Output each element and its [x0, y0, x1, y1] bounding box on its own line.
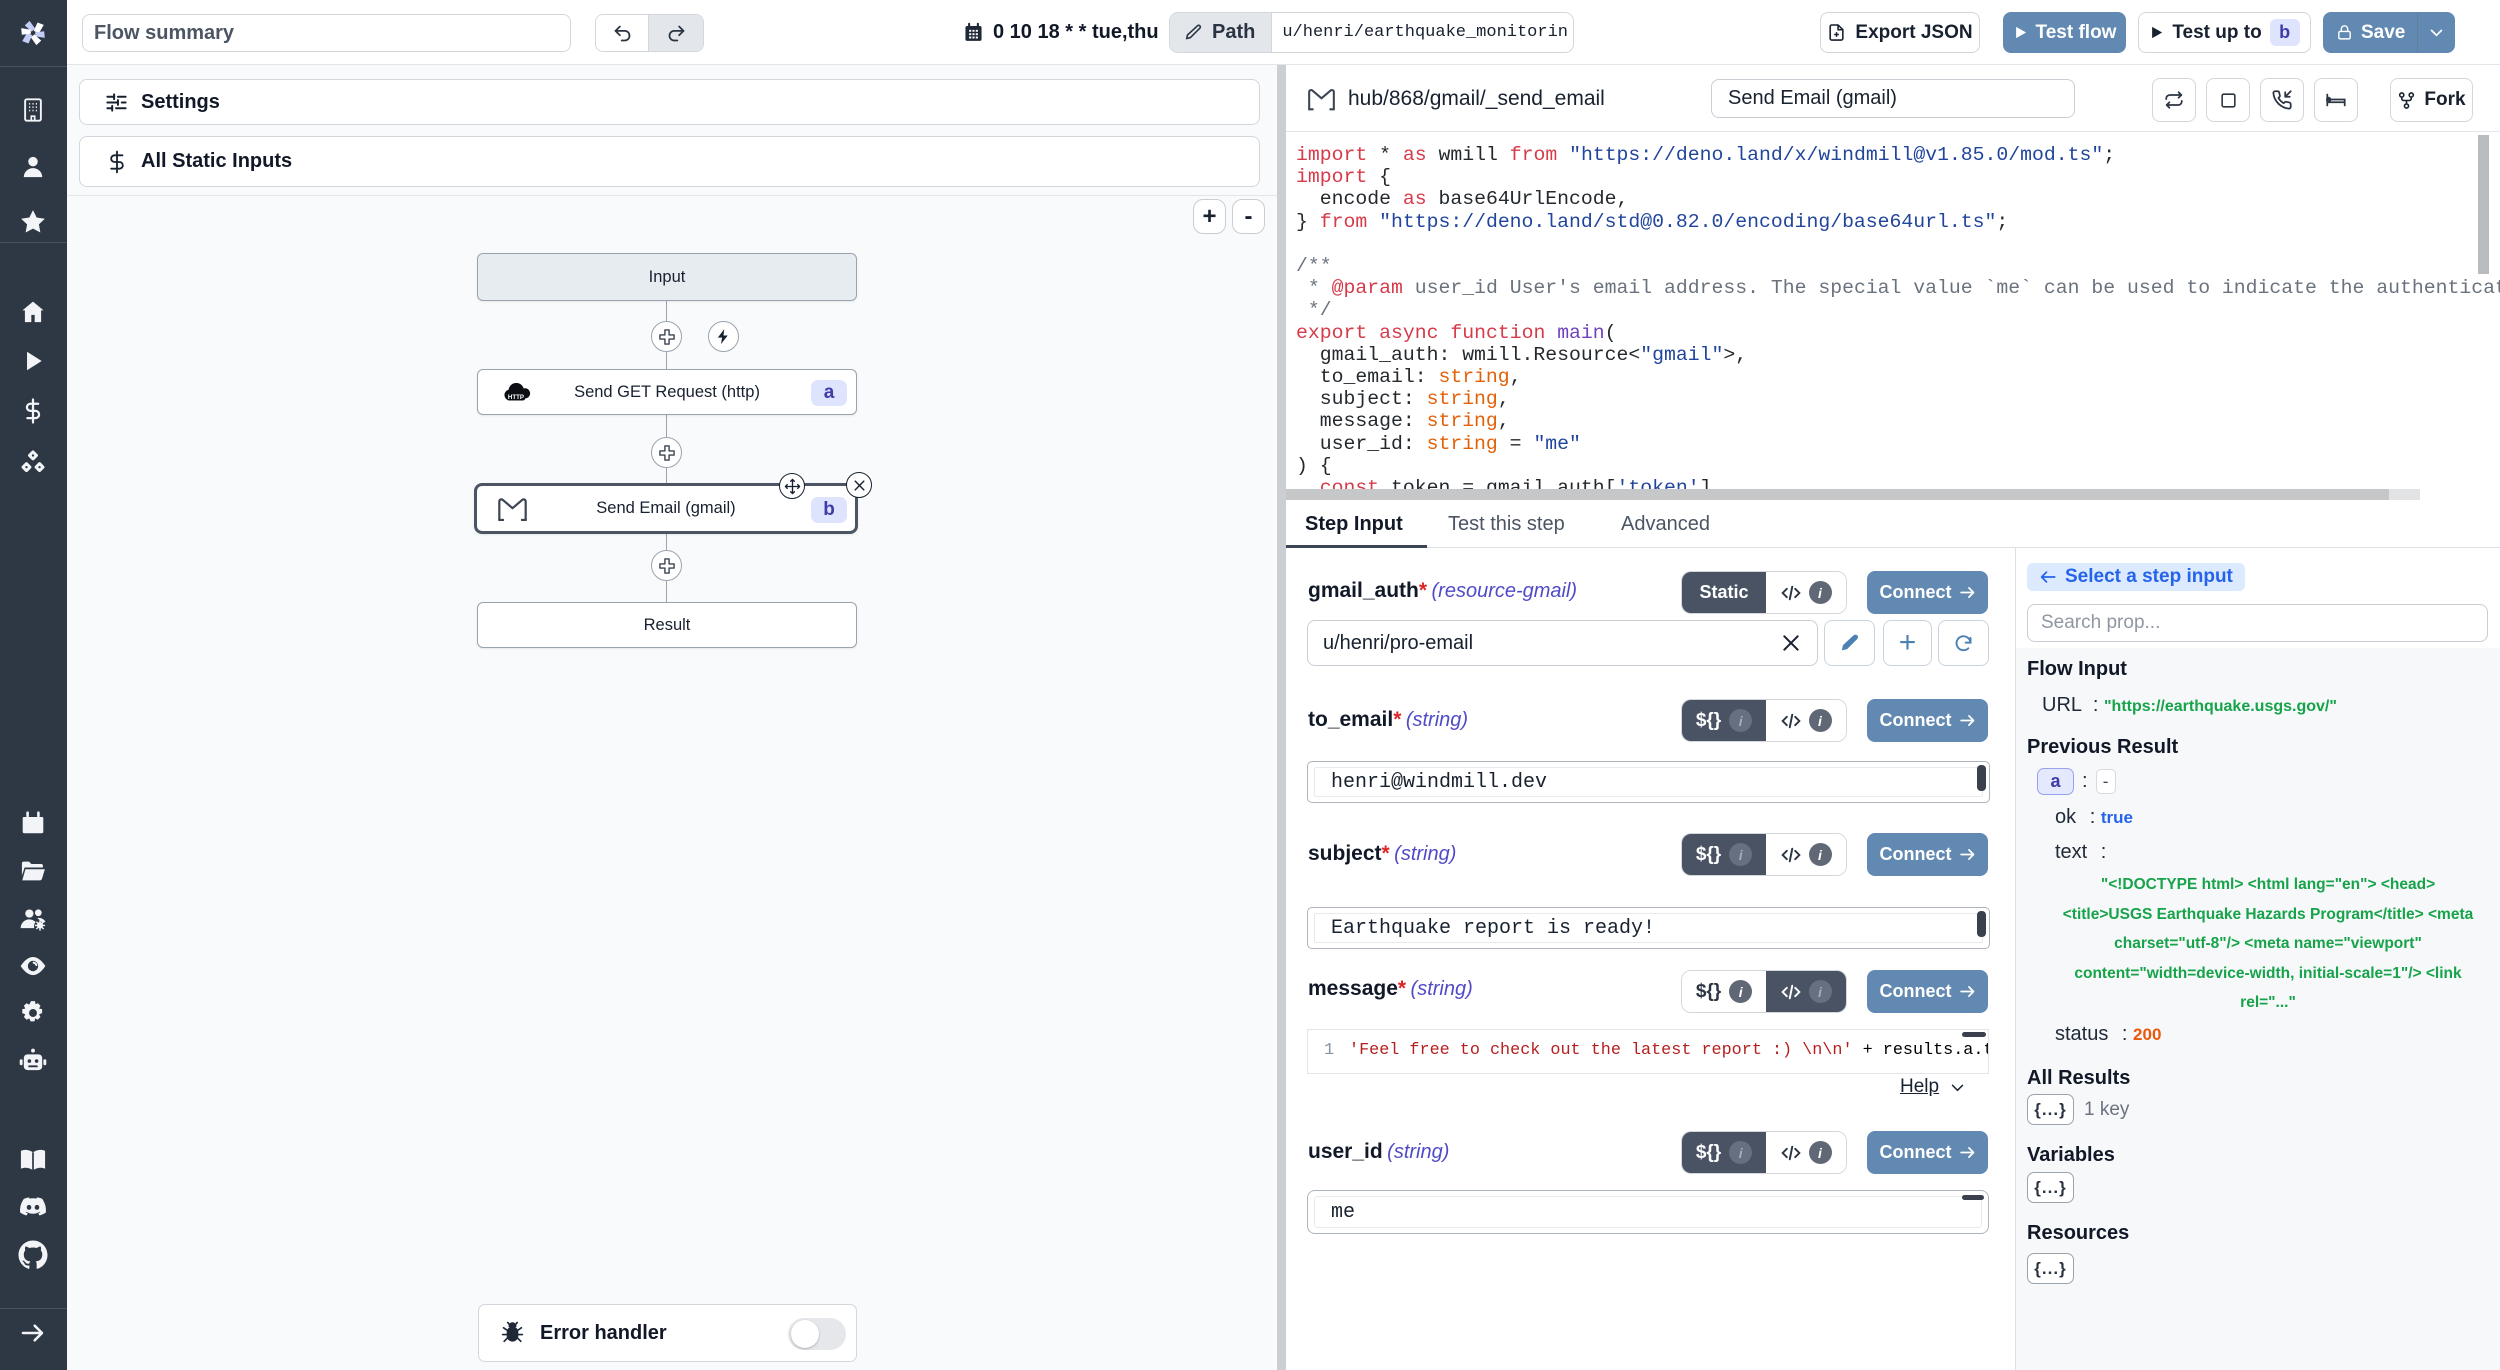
svg-text:HTTP: HTTP — [508, 394, 524, 401]
